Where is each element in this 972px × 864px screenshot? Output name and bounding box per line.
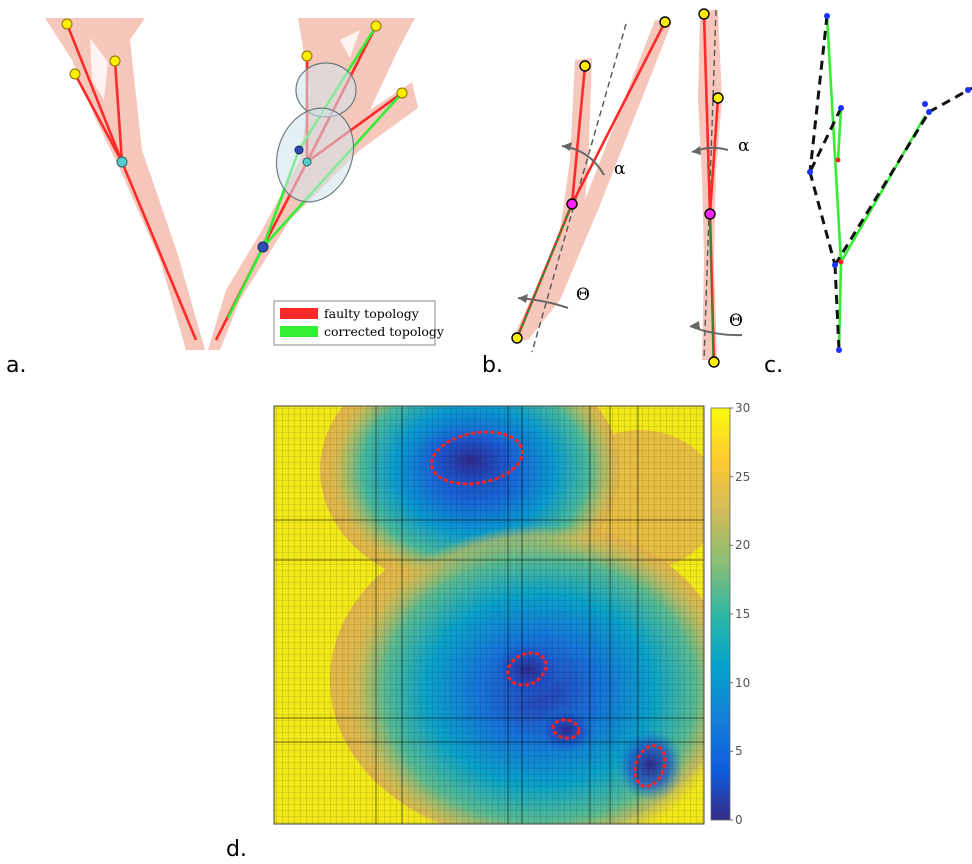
panel-c: c. bbox=[764, 13, 972, 378]
contour bbox=[551, 718, 581, 740]
angle-arrowheads bbox=[518, 142, 701, 330]
tip-node bbox=[370, 20, 382, 32]
alpha-label-right: α bbox=[738, 136, 750, 156]
tip-node bbox=[712, 92, 724, 104]
junction-node bbox=[294, 145, 304, 155]
panel-label-a: a. bbox=[6, 353, 26, 378]
tip-node bbox=[579, 60, 591, 72]
colorbar-gradient bbox=[710, 407, 731, 821]
panel-label-c: c. bbox=[764, 353, 783, 378]
colorbar-tick-label: 5 bbox=[735, 744, 743, 758]
tip-node bbox=[109, 55, 121, 67]
panel-b: α Θ α Θ b. bbox=[482, 8, 750, 378]
panel-d: 0 5 10 15 20 25 30 d. bbox=[226, 401, 750, 862]
heatmap bbox=[274, 406, 704, 824]
tip-node bbox=[659, 16, 671, 28]
theta-label-right: Θ bbox=[729, 311, 743, 331]
legend: faulty topology corrected topology bbox=[273, 300, 445, 346]
tip-node bbox=[708, 356, 720, 368]
legend-label-faulty: faulty topology bbox=[324, 306, 420, 321]
junction-node bbox=[302, 157, 312, 167]
legend-frame bbox=[273, 300, 436, 346]
colorbar-ticks bbox=[730, 407, 733, 821]
tip-node bbox=[69, 68, 81, 80]
contour bbox=[429, 430, 525, 486]
panel-a: faulty topology corrected topology a. bbox=[6, 18, 445, 378]
panel-b-left-trunk-green bbox=[518, 203, 573, 335]
colorbar-tick-label: 15 bbox=[735, 607, 750, 621]
tip-node bbox=[511, 332, 523, 344]
colorbar-tick-label: 10 bbox=[735, 676, 750, 690]
region-ellipse bbox=[275, 107, 355, 203]
tip-node bbox=[61, 18, 73, 30]
colorbar-tick-label: 0 bbox=[735, 813, 743, 827]
panel-c-dashed-skeleton bbox=[808, 15, 972, 351]
panel-a-vessel-holes bbox=[90, 30, 360, 100]
tip-node bbox=[396, 87, 408, 99]
heatmap-frame bbox=[273, 405, 705, 825]
tip-node bbox=[698, 8, 710, 20]
panel-c-green-skeleton bbox=[825, 15, 927, 351]
tip-node bbox=[301, 50, 313, 62]
colorbar-tick-label: 30 bbox=[735, 401, 750, 415]
panel-a-left-skeleton bbox=[65, 23, 198, 341]
colorbar: 0 5 10 15 20 25 30 bbox=[710, 401, 750, 827]
panel-c-nodes bbox=[807, 13, 971, 353]
colorbar-tick-label: 20 bbox=[735, 538, 750, 552]
contour bbox=[633, 744, 667, 788]
legend-label-corrected: corrected topology bbox=[324, 324, 445, 339]
contour bbox=[506, 651, 548, 687]
junction-node bbox=[257, 241, 269, 253]
junction-node bbox=[116, 156, 128, 168]
alpha-label-left: α bbox=[614, 159, 626, 179]
branch-node bbox=[704, 208, 716, 220]
colorbar-tick-label: 25 bbox=[735, 470, 750, 484]
panel-b-vessel-mask bbox=[512, 10, 722, 360]
branch-node bbox=[566, 198, 578, 210]
legend-swatch-faulty bbox=[280, 308, 318, 319]
legend-swatch-corrected bbox=[280, 326, 318, 337]
panel-label-b: b. bbox=[482, 353, 503, 378]
panel-b-right-trunk-green bbox=[709, 213, 714, 361]
panel-b-dashed-guides bbox=[531, 9, 717, 361]
panel-label-d: d. bbox=[226, 837, 247, 862]
theta-label-left: Θ bbox=[576, 285, 590, 305]
